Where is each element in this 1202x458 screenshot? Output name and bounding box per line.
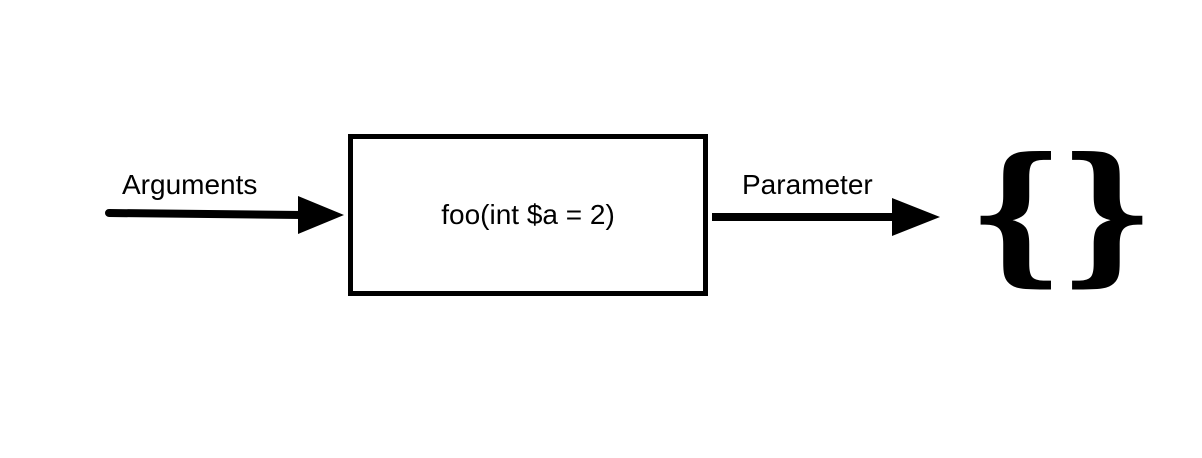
function-signature: foo(int $a = 2) bbox=[441, 199, 615, 230]
function-box: foo(int $a = 2) bbox=[348, 134, 708, 296]
function-body-braces: {} bbox=[968, 125, 1155, 301]
arguments-arrow-head bbox=[298, 196, 344, 234]
arguments-arrow-shaft bbox=[105, 209, 306, 219]
parameter-arrow bbox=[712, 198, 940, 236]
parameter-arrow-head bbox=[892, 198, 940, 236]
arguments-label: Arguments bbox=[122, 169, 258, 200]
arguments-arrow bbox=[105, 196, 344, 234]
parameter-label: Parameter bbox=[742, 169, 873, 200]
